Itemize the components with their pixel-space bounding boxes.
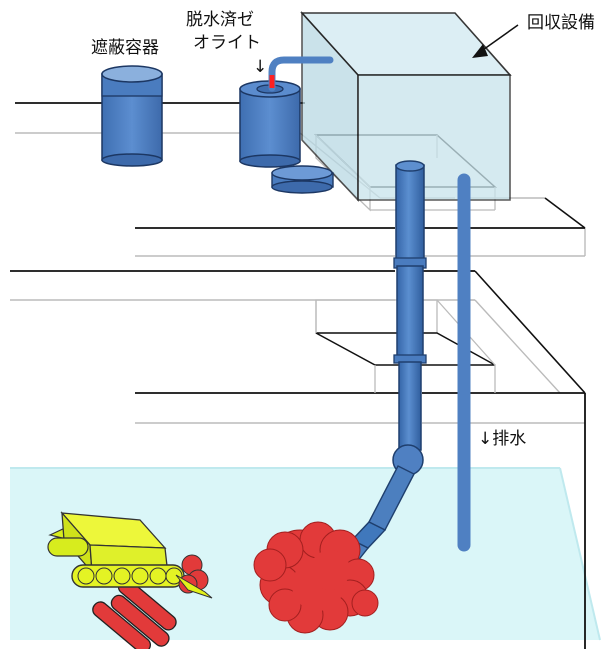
container-lid: [271, 165, 334, 194]
zeolite-label-line1: 脱水済ゼ: [186, 10, 254, 30]
drainage-label: ↓排水: [478, 429, 526, 449]
fuel-rods: [92, 578, 177, 649]
debris-cluster: [253, 521, 379, 634]
recovery-pipe: [329, 160, 427, 585]
shield-container: [101, 65, 163, 167]
zeolite-container: [239, 56, 334, 168]
shield-container-label: 遮蔽容器: [91, 38, 159, 58]
down-arrow-icon: ↓: [253, 57, 267, 77]
zeolite-label-line2: オライト: [193, 33, 261, 53]
recovery-equipment-pointer: [472, 24, 519, 58]
recovery-equipment-label: 回収設備: [527, 13, 595, 33]
remote-robot: [47, 511, 213, 599]
